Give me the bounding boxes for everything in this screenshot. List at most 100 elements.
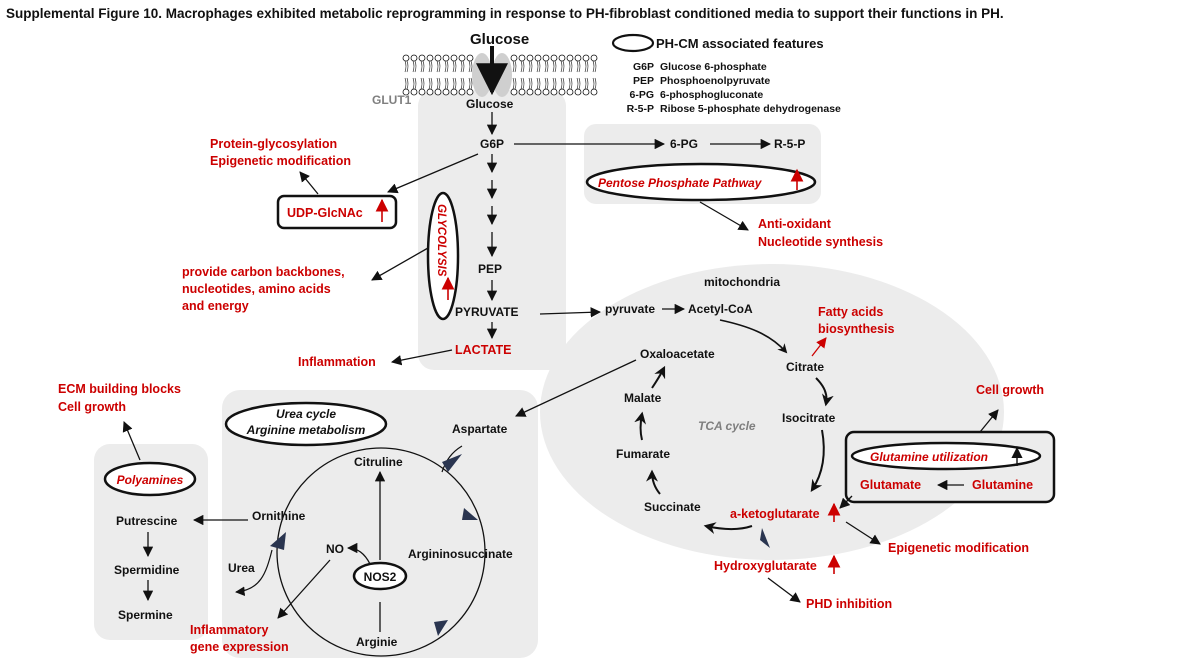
lipid-head: [418, 88, 426, 96]
glutamate-node: Glutamate: [860, 478, 921, 492]
arrow: [839, 495, 853, 509]
lipid-head: [442, 54, 450, 62]
lipid-head: [458, 88, 466, 96]
lipid-tail: [592, 60, 597, 73]
arrow: [699, 201, 749, 231]
ppp-label: Pentose Phosphate Pathway: [598, 176, 763, 190]
ppp-output-2: Nucleotide synthesis: [758, 235, 883, 249]
lipid-tail: [528, 60, 533, 73]
urea-triangle: [270, 532, 286, 550]
polyamine-output-2: Cell growth: [58, 400, 126, 414]
urea-triangle: [442, 454, 462, 472]
legend-full: Phosphoenolpyruvate: [660, 75, 770, 87]
legend-ellipse-icon: [611, 33, 655, 53]
lipid-tail: [520, 60, 525, 73]
lipid-tail: [544, 77, 549, 90]
lipid-tail: [412, 60, 417, 73]
lipid-tail: [592, 77, 597, 90]
argininosuccinate-node: Argininosuccinate: [408, 547, 513, 561]
polyamines-label: Polyamines: [117, 473, 184, 487]
glutamine-utilization-label: Glutamine utilization: [870, 450, 988, 464]
lipid-tail: [452, 60, 457, 73]
arrow: [979, 409, 999, 433]
no-node: NO: [326, 542, 344, 556]
arrow: [634, 411, 647, 441]
lipid-head: [558, 88, 566, 96]
glucose-intracellular: Glucose: [466, 97, 514, 111]
ornithine-node: Ornithine: [252, 509, 306, 523]
mito-pyruvate-node: pyruvate: [605, 302, 655, 316]
lipid-head: [566, 88, 574, 96]
lipid-tail: [512, 77, 517, 90]
lipid-tail: [536, 60, 541, 73]
arrow: [515, 359, 637, 417]
lipid-head: [542, 88, 550, 96]
akg-node: a-ketoglutarate: [730, 507, 820, 521]
arrow: [651, 365, 666, 389]
lipid-head: [574, 88, 582, 96]
lipid-head: [526, 54, 534, 62]
tca-cycle-label: TCA cycle: [698, 419, 756, 433]
arrow: [539, 307, 602, 318]
polyamine-panel: [94, 444, 208, 640]
lipid-tail: [552, 60, 557, 73]
mitochondria-label: mitochondria: [704, 275, 780, 289]
fumarate-node: Fumarate: [616, 447, 670, 461]
lipid-tail: [576, 60, 581, 73]
spermine-node: Spermine: [118, 608, 173, 622]
pep-node: PEP: [478, 262, 502, 276]
lipid-tail: [436, 77, 441, 90]
nos2-ellipse: [352, 561, 408, 591]
arrow: [815, 377, 834, 407]
glycolysis-output-1: provide carbon backbones,: [182, 265, 345, 279]
glutamine-cell-growth: Cell growth: [976, 383, 1044, 397]
malate-node: Malate: [624, 391, 662, 405]
udp-output-1: Protein-glycosylation: [210, 137, 337, 151]
lipid-tail: [536, 77, 541, 90]
citruline-node: Citruline: [354, 455, 403, 469]
urea-node: Urea: [228, 561, 255, 575]
udp-output-2: Epigenetic modification: [210, 154, 351, 168]
lipid-head: [402, 88, 410, 96]
lipid-tail: [544, 60, 549, 73]
urea-triangle: [434, 620, 448, 636]
legend-abbr: R-5-P: [627, 103, 654, 115]
glutamine-node: Glutamine: [972, 478, 1033, 492]
arrow: [390, 349, 453, 366]
lipid-tail: [520, 77, 525, 90]
hydroxyglutarate-node: Hydroxyglutarate: [714, 559, 817, 573]
lipid-tail: [568, 77, 573, 90]
inflammation-label: Inflammation: [298, 355, 376, 369]
arrow: [387, 153, 479, 194]
isocitrate-node: Isocitrate: [782, 411, 836, 425]
urea-title-ellipse: [224, 401, 388, 447]
lipid-head: [402, 54, 410, 62]
lipid-tail: [444, 60, 449, 73]
lipid-head: [450, 54, 458, 62]
glucose-extracellular: Glucose: [470, 31, 529, 48]
lipid-head: [542, 54, 550, 62]
urea-title-1: Urea cycle: [276, 407, 336, 421]
legend-abbr: 6-PG: [629, 89, 654, 101]
arrow: [646, 469, 661, 495]
lipid-head: [590, 88, 598, 96]
arginie-node: Arginie: [356, 635, 398, 649]
inflammatory-label-2: gene expression: [190, 640, 289, 654]
lipid-tail: [420, 77, 425, 90]
urea-triangle: [462, 508, 478, 520]
lipid-tail: [468, 60, 473, 73]
lipid-head: [410, 88, 418, 96]
figure-title: Supplemental Figure 10. Macrophages exhi…: [6, 6, 1004, 21]
arrow: [371, 247, 429, 281]
lipid-tail: [560, 77, 565, 90]
lipid-tail: [420, 60, 425, 73]
urea-cycle-circle: [276, 447, 486, 657]
legend-abbr: PEP: [633, 75, 654, 87]
legend-list: G6P Glucose 6-phosphate PEP Phosphoenolp…: [627, 61, 841, 115]
lipid-tail: [404, 77, 409, 90]
lipid-head: [466, 88, 474, 96]
polyamines-ellipse: [103, 461, 197, 497]
lipid-tail: [528, 77, 533, 90]
udp-glcnac-box: [276, 194, 398, 230]
